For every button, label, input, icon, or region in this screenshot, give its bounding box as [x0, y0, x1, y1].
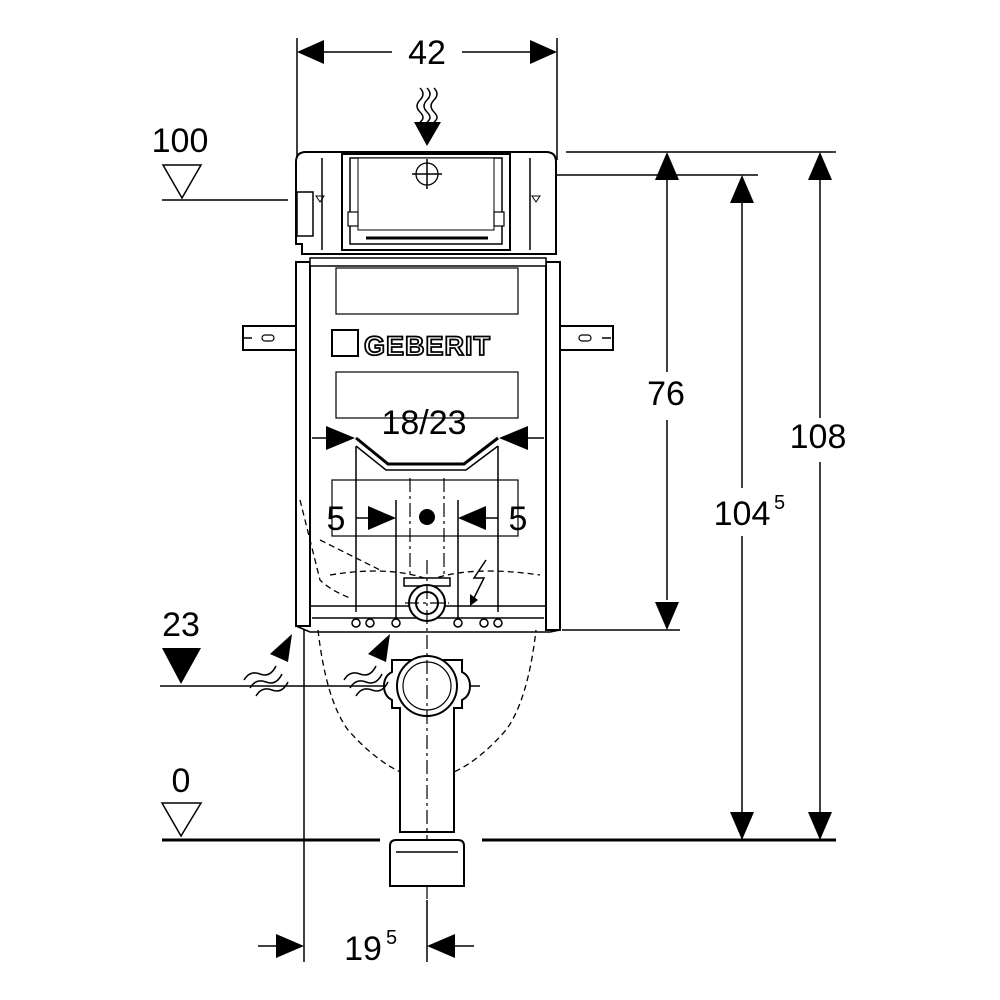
dim-76-label: 76 — [647, 375, 685, 413]
dim-42-label: 42 — [408, 34, 446, 72]
cistern-top — [295, 151, 557, 255]
dimension-lines-right: 76 104 5 108 — [440, 151, 847, 840]
dim-104-label: 104 — [714, 495, 771, 533]
frame-body — [295, 257, 561, 633]
dimension-offsets: 5 5 — [327, 478, 528, 620]
dimension-spacing-18-23: 18/23 — [312, 404, 544, 612]
level-marker-0: 0 — [160, 762, 836, 842]
water-supply-icon-right — [343, 634, 390, 697]
dim-left-5-label: 5 — [327, 500, 346, 538]
water-inlet-icon — [414, 87, 441, 146]
dim-104-superscript: 5 — [774, 492, 785, 514]
dim-19-label: 19 — [344, 930, 382, 968]
dimension-bottom: 19 5 — [258, 630, 474, 968]
level-23-label: 23 — [162, 606, 200, 644]
mounting-brackets — [242, 325, 614, 351]
dim-right-5-label: 5 — [509, 500, 528, 538]
dim-108-label: 108 — [790, 418, 847, 456]
brand-text: GEBERIT — [364, 331, 491, 361]
level-marker-100: 100 — [152, 122, 288, 201]
electric-symbol-icon — [470, 559, 487, 606]
water-supply-icon-left — [243, 634, 292, 697]
dimension-width-top: 42 — [296, 34, 558, 160]
dim-19-superscript: 5 — [386, 927, 397, 949]
level-100-label: 100 — [152, 122, 209, 160]
pipe-connections — [351, 560, 503, 900]
dim-18-23-label: 18/23 — [381, 404, 466, 442]
level-0-label: 0 — [172, 762, 191, 800]
geberit-logo: GEBERIT — [331, 329, 491, 362]
